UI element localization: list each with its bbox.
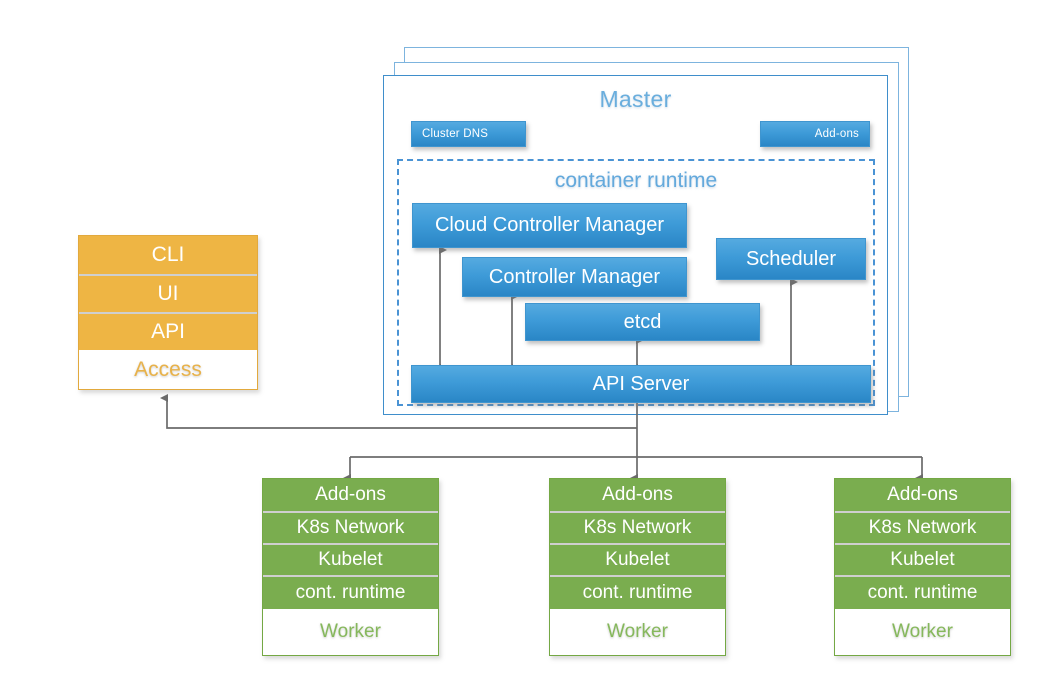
controller-manager-box[interactable]: Controller Manager <box>462 257 687 297</box>
worker-node-3[interactable]: Add-ons K8s Network Kubelet cont. runtim… <box>834 478 1011 656</box>
worker2-band-network[interactable]: K8s Network <box>550 511 725 543</box>
worker1-band-network[interactable]: K8s Network <box>263 511 438 543</box>
cloud-controller-manager-box[interactable]: Cloud Controller Manager <box>412 203 687 248</box>
worker1-label: Worker <box>320 621 381 642</box>
worker3-band-addons[interactable]: Add-ons <box>835 479 1010 511</box>
access-node[interactable]: CLI UI API Access <box>78 235 258 390</box>
master-addons-box[interactable]: Add-ons <box>760 121 870 147</box>
access-band-ui[interactable]: UI <box>79 274 257 312</box>
api-server-box[interactable]: API Server <box>411 365 871 403</box>
access-label: Access <box>134 357 202 381</box>
container-runtime-region: container runtime <box>397 159 875 406</box>
cluster-dns-box[interactable]: Cluster DNS <box>411 121 526 147</box>
access-band-api[interactable]: API <box>79 312 257 350</box>
master-title: Master <box>599 86 672 112</box>
worker3-band-kubelet[interactable]: Kubelet <box>835 543 1010 575</box>
worker2-band-kubelet[interactable]: Kubelet <box>550 543 725 575</box>
worker2-band-addons[interactable]: Add-ons <box>550 479 725 511</box>
etcd-box[interactable]: etcd <box>525 303 760 341</box>
worker2-band-runtime[interactable]: cont. runtime <box>550 575 725 609</box>
worker3-label: Worker <box>892 621 953 642</box>
scheduler-box[interactable]: Scheduler <box>716 238 866 280</box>
container-runtime-title: container runtime <box>554 169 718 192</box>
worker2-label: Worker <box>607 621 668 642</box>
worker-node-1[interactable]: Add-ons K8s Network Kubelet cont. runtim… <box>262 478 439 656</box>
worker3-band-runtime[interactable]: cont. runtime <box>835 575 1010 609</box>
worker3-band-network[interactable]: K8s Network <box>835 511 1010 543</box>
worker1-band-kubelet[interactable]: Kubelet <box>263 543 438 575</box>
worker-node-2[interactable]: Add-ons K8s Network Kubelet cont. runtim… <box>549 478 726 656</box>
worker1-band-runtime[interactable]: cont. runtime <box>263 575 438 609</box>
worker1-band-addons[interactable]: Add-ons <box>263 479 438 511</box>
access-band-cli[interactable]: CLI <box>79 236 257 274</box>
